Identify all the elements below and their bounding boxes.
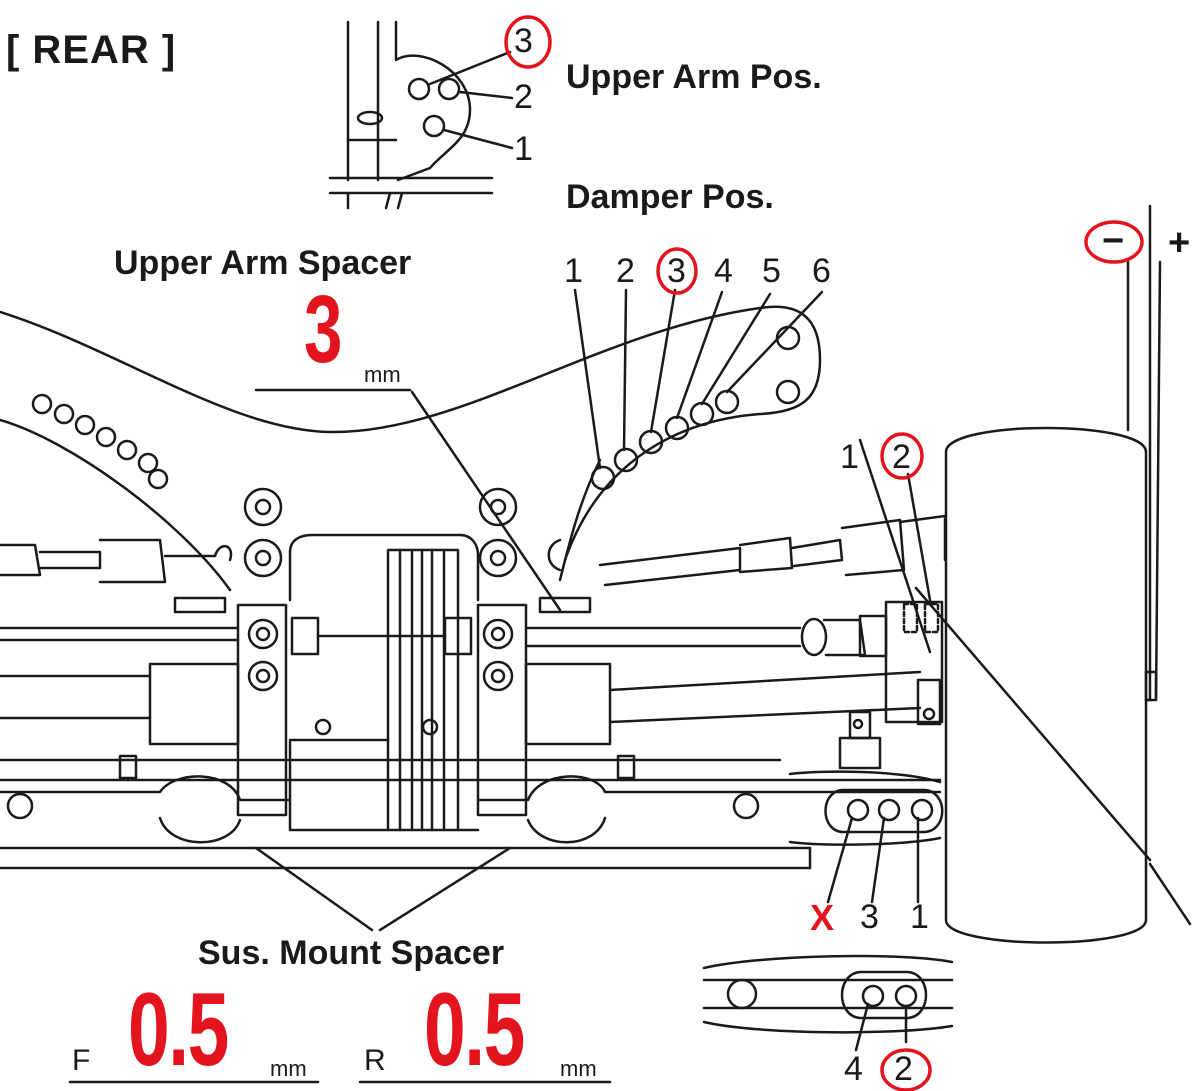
selection-circles [504, 15, 1144, 1091]
sus-mount-spacer-heading: Sus. Mount Spacer [198, 934, 505, 972]
sus-mount-front-value: 0.5 [128, 972, 229, 1088]
damper-option-1: 1 [564, 252, 583, 290]
lower-mount-option-1: 1 [910, 898, 929, 936]
tie-rod-option-2: 2 [892, 438, 911, 476]
leader-lines [68, 388, 932, 1084]
sus-mount-rear-label: R [364, 1044, 386, 1077]
lower-mount-inset-option-4: 4 [844, 1050, 863, 1088]
upper-arm-pos-heading: Upper Arm Pos. [566, 58, 822, 96]
shafts-drawing [0, 438, 947, 870]
upper-arm-inset-drawing [328, 20, 514, 210]
bulkhead-drawing [148, 487, 612, 832]
tie-rod-option-1: 1 [840, 438, 859, 476]
lower-mount-option-3: 3 [860, 898, 879, 936]
upper-arm-spacer-value: 3 [304, 276, 342, 383]
damper-pos-heading: Damper Pos. [566, 178, 774, 216]
lower-mount-selected-circle [880, 1048, 932, 1091]
upper-arm-spacer-heading: Upper Arm Spacer [114, 244, 412, 282]
upper-arm-spacer-unit: mm [364, 362, 401, 387]
damper-option-5: 5 [762, 252, 781, 290]
lower-mount-inset-drawing [702, 954, 954, 1052]
damper-option-4: 4 [714, 252, 733, 290]
sus-mount-rear-value: 0.5 [424, 972, 525, 1088]
sus-mount-rear-unit: mm [560, 1056, 597, 1081]
sus-mount-front-label: F [72, 1044, 91, 1077]
lower-mount-drawing [788, 770, 944, 904]
wheel-drawing [914, 204, 1192, 944]
view-title: [ REAR ] [6, 28, 177, 72]
damper-selected-circle [656, 247, 698, 295]
upper-arm-selected-circle [504, 15, 552, 69]
upper-arm-option-3: 3 [514, 22, 533, 60]
sus-mount-front-unit: mm [270, 1056, 307, 1081]
damper-option-2: 2 [616, 252, 635, 290]
tie-rod-selected-circle [880, 432, 924, 480]
lower-mount-inset-option-2: 2 [894, 1050, 913, 1088]
upper-arm-option-1: 1 [514, 130, 533, 168]
camber-minus-circle [1084, 220, 1144, 264]
upper-arm-option-2: 2 [514, 78, 533, 116]
damper-option-6: 6 [812, 252, 831, 290]
lower-mount-crossed-option: X [810, 897, 835, 938]
camber-plus-label: + [1168, 222, 1191, 264]
damper-option-3: 3 [667, 252, 686, 290]
shock-tower-drawing [0, 288, 824, 592]
camber-minus-label: − [1102, 220, 1125, 262]
